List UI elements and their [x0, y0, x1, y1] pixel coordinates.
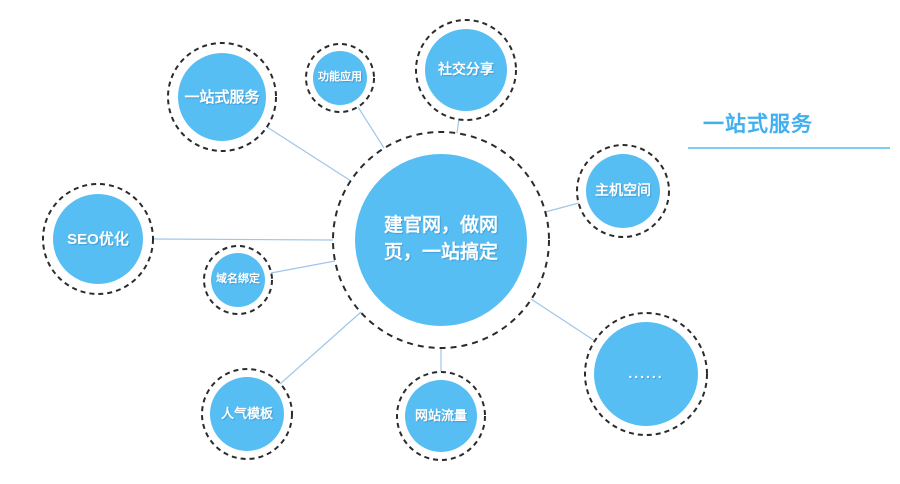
node-hosting-space-circle — [576, 144, 670, 238]
connector-social-sharing — [456, 118, 460, 134]
node-social-sharing-circle — [415, 19, 517, 121]
site-traffic-dashed-ring — [396, 371, 486, 461]
connector-domain-binding — [270, 260, 336, 274]
node-seo-optimization-circle — [42, 183, 154, 295]
social-sharing-blue-circle — [425, 29, 507, 111]
main-label-line1: 建官网，做网 — [383, 215, 498, 237]
one-stop-service-dashed-ring — [167, 42, 277, 152]
connector-lines — [152, 106, 596, 385]
node-main-circle — [332, 131, 550, 349]
social-sharing-dashed-ring — [415, 19, 517, 121]
section-title-underline — [688, 147, 890, 149]
node-main-label: 建官网，做网 页，一站搞定 — [355, 154, 527, 326]
node-feature-apps-circle — [305, 43, 375, 113]
node-popular-templates-label: 人气模板 — [220, 405, 273, 421]
more-blue-circle — [594, 322, 698, 426]
node-popular-templates-circle — [201, 368, 293, 460]
node-one-stop-service-circle — [167, 42, 277, 152]
section-title: 一站式服务 — [688, 108, 890, 149]
one-stop-service-blue-circle — [178, 53, 266, 141]
connector-feature-apps — [357, 106, 385, 149]
node-seo-optimization-label: SEO优化 — [67, 230, 129, 248]
hosting-space-blue-circle — [586, 154, 660, 228]
node-more-label: ...... — [628, 365, 664, 382]
node-hosting-space-label: 主机空间 — [595, 182, 651, 199]
feature-apps-blue-circle — [313, 51, 367, 105]
connector-hosting-space — [544, 202, 580, 213]
main-label-line2: 页，一站搞定 — [383, 242, 498, 263]
node-domain-binding-label: 域名绑定 — [216, 273, 260, 286]
node-more-circle — [584, 312, 708, 436]
seo-optimization-dashed-ring — [42, 183, 154, 295]
node-feature-apps-label: 功能应用 — [318, 71, 362, 84]
hosting-space-dashed-ring — [576, 144, 670, 238]
feature-apps-dashed-ring — [305, 43, 375, 113]
section-title-text: 一站式服务 — [703, 113, 813, 136]
domain-binding-dashed-ring — [203, 245, 273, 315]
main-blue-circle — [355, 154, 527, 326]
node-site-traffic-circle — [396, 371, 486, 461]
site-traffic-blue-circle — [405, 380, 477, 452]
popular-templates-dashed-ring — [201, 368, 293, 460]
node-site-traffic-label: 网站流量 — [414, 407, 467, 423]
more-dashed-ring — [584, 312, 708, 436]
domain-binding-blue-circle — [211, 253, 265, 307]
main-dashed-ring — [332, 131, 550, 349]
node-social-sharing-label: 社交分享 — [438, 61, 494, 78]
connector-more — [530, 298, 596, 342]
node-one-stop-service-label: 一站式服务 — [184, 88, 260, 106]
node-domain-binding-circle — [203, 245, 273, 315]
connector-popular-templates — [279, 311, 362, 385]
seo-optimization-blue-circle — [53, 194, 143, 284]
connector-seo-optimization — [152, 238, 334, 241]
popular-templates-blue-circle — [210, 377, 284, 451]
connector-one-stop-service — [266, 126, 352, 182]
